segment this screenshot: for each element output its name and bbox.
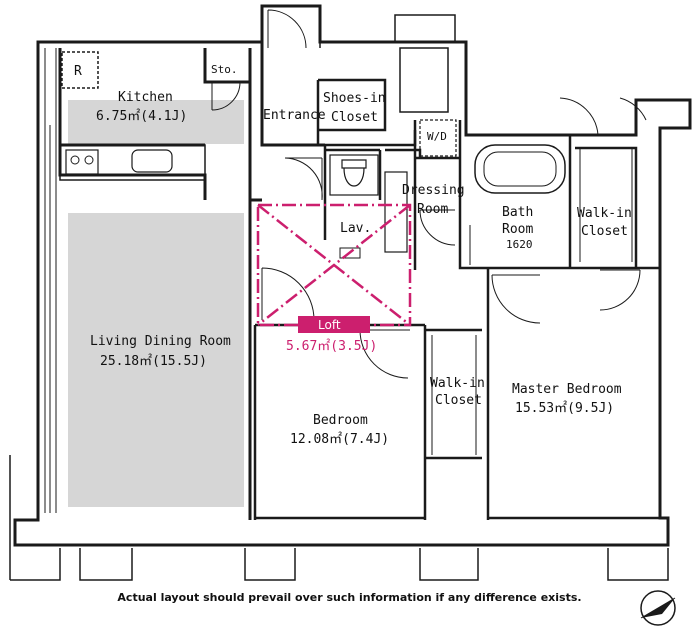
toilet <box>341 159 367 187</box>
floor-fills <box>68 100 244 507</box>
bath-label-2: Room <box>502 222 533 237</box>
burner-1 <box>70 155 80 165</box>
top-columns <box>319 14 456 113</box>
loft-label: Loft <box>318 318 341 332</box>
shoes-closet-label-1: Shoes-in <box>323 91 386 106</box>
stove <box>65 149 99 175</box>
dressing-door <box>419 209 456 246</box>
sink <box>131 149 173 173</box>
bathtub-inner <box>483 151 557 187</box>
wic-master-label-2: Closet <box>581 224 628 239</box>
loft-label-bg <box>298 316 370 333</box>
balcony-edge <box>9 455 669 581</box>
shoes-closet-label-2: Closet <box>331 110 378 125</box>
bedroom-name: Bedroom <box>313 413 368 428</box>
wic-bedroom-label-2: Closet <box>435 393 482 408</box>
balcony-door <box>559 97 647 136</box>
bath-label-1: Bath <box>502 205 533 220</box>
inner-outline <box>44 48 57 513</box>
wic-bedroom-label-1: Walk-in <box>430 376 485 391</box>
labels: R Sto. Kitchen 6.75㎡(4.1J) Entrance Shoe… <box>74 63 632 447</box>
master-bedroom-name: Master Bedroom <box>512 382 622 397</box>
kitchen-floor-fill <box>68 100 244 144</box>
wic-master-label-1: Walk-in <box>577 206 632 221</box>
living-floor-fill <box>68 213 244 507</box>
burner-2 <box>84 155 94 165</box>
fridge-label: R <box>74 64 82 79</box>
ldk-east-wall <box>248 42 325 520</box>
vanity <box>384 171 408 253</box>
basin <box>339 247 361 259</box>
entrance-label: Entrance <box>263 108 326 123</box>
loft-area: 5.67㎡(3.5J) <box>286 339 377 354</box>
bathtub <box>474 144 566 194</box>
wd-box <box>419 119 457 157</box>
loft-cross-2 <box>257 204 411 326</box>
ldk-door <box>284 157 323 201</box>
master-bedroom-area: 15.53㎡(9.5J) <box>515 401 614 416</box>
dressing-label-1: Dressing <box>402 183 465 198</box>
master-door <box>491 274 541 324</box>
kitchen-door <box>211 81 241 111</box>
walls <box>9 4 692 581</box>
loft-marker <box>256 203 412 327</box>
outer-wall <box>13 4 692 547</box>
bedroom-door <box>359 329 410 379</box>
entrance-door <box>267 9 307 49</box>
kitchen-area: 6.75㎡(4.1J) <box>96 109 187 124</box>
living-name: Living Dining Room <box>90 334 231 349</box>
bedroom-area: 12.08㎡(7.4J) <box>290 432 389 447</box>
compass-icon <box>640 590 676 626</box>
living-area: 25.18㎡(15.5J) <box>100 354 207 369</box>
wic-bedroom-rails <box>431 335 477 455</box>
kitchen-name: Kitchen <box>118 90 173 105</box>
toilet-box <box>329 154 379 196</box>
lav-label: Lav. <box>340 221 371 236</box>
storage-label: Sto. <box>211 63 238 76</box>
wet-area-walls <box>323 120 660 270</box>
disclaimer-note: Actual layout should prevail over such i… <box>117 591 582 604</box>
bath-size: 1620 <box>506 238 533 251</box>
wd-label: W/D <box>427 130 447 143</box>
counter <box>59 144 206 181</box>
wic-master-door <box>599 269 641 311</box>
wic-master-walls <box>579 148 633 262</box>
dressing-label-2: Room <box>417 202 448 217</box>
lav-door <box>261 267 315 321</box>
fridge-box <box>61 51 99 89</box>
